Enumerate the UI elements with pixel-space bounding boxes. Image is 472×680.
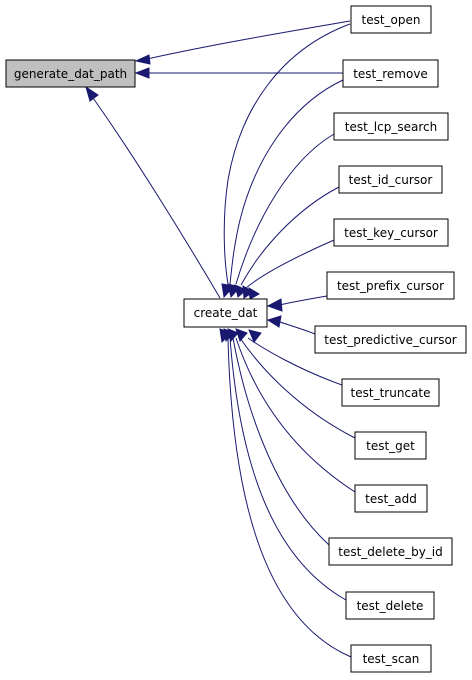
edge-test_id_cursor-to-create_dat [240,186,340,286]
node-label: test_key_cursor [344,226,438,240]
edge-test_prefix_cursor-to-create_dat [279,295,328,306]
node-label: test_scan [363,652,420,666]
edge-test_predictive_cursor-to-create_dat [279,321,316,335]
node-label: test_remove [353,67,428,81]
edge-test_delete_by_id-to-create_dat [232,337,330,546]
node-label: test_delete [357,599,424,613]
edge-test_get-to-create_dat [239,337,356,439]
node-create_dat[interactable]: create_dat [183,298,268,328]
node-test_predictive_cursor[interactable]: test_predictive_cursor [314,325,467,354]
node-test_open[interactable]: test_open [350,5,432,34]
node-label: test_lcp_search [345,120,437,134]
edge-test_remove-to-create_dat [229,79,344,285]
node-test_id_cursor[interactable]: test_id_cursor [338,165,443,194]
node-test_scan[interactable]: test_scan [350,644,432,673]
node-test_key_cursor[interactable]: test_key_cursor [333,218,449,247]
node-label: test_predictive_cursor [324,333,457,347]
edge-test_open-to-generate_dat_path [146,20,351,60]
edge-test_scan-to-create_dat [227,337,352,658]
node-test_prefix_cursor[interactable]: test_prefix_cursor [326,271,455,300]
edge-create_dat-to-generate_dat_path [92,97,221,299]
edge-test_add-to-create_dat [235,337,356,493]
node-label: test_id_cursor [349,173,433,187]
node-test_lcp_search[interactable]: test_lcp_search [333,112,449,141]
node-label: test_truncate [351,386,431,400]
edge-test_key_cursor-to-create_dat [245,239,335,289]
edge-test_delete-to-create_dat [229,337,347,601]
node-generate_dat_path[interactable]: generate_dat_path [5,59,136,88]
node-test_add[interactable]: test_add [354,484,428,513]
node-label: test_add [365,492,417,506]
node-test_truncate[interactable]: test_truncate [341,378,440,407]
node-label: create_dat [194,306,258,320]
nodes-layer: generate_dat_path create_dat test_open t… [5,5,467,673]
node-test_delete[interactable]: test_delete [345,591,435,620]
edge-test_lcp_search-to-create_dat [235,133,335,285]
node-test_delete_by_id[interactable]: test_delete_by_id [328,537,453,566]
node-label: test_prefix_cursor [337,279,444,293]
node-test_remove[interactable]: test_remove [342,59,439,88]
edges-layer [85,20,356,658]
node-label: test_delete_by_id [338,545,443,559]
node-label: test_get [366,439,415,453]
edge-test_open-to-create_dat [223,23,351,285]
node-test_get[interactable]: test_get [354,431,427,460]
node-label: test_open [362,13,421,27]
node-label: generate_dat_path [14,67,127,81]
